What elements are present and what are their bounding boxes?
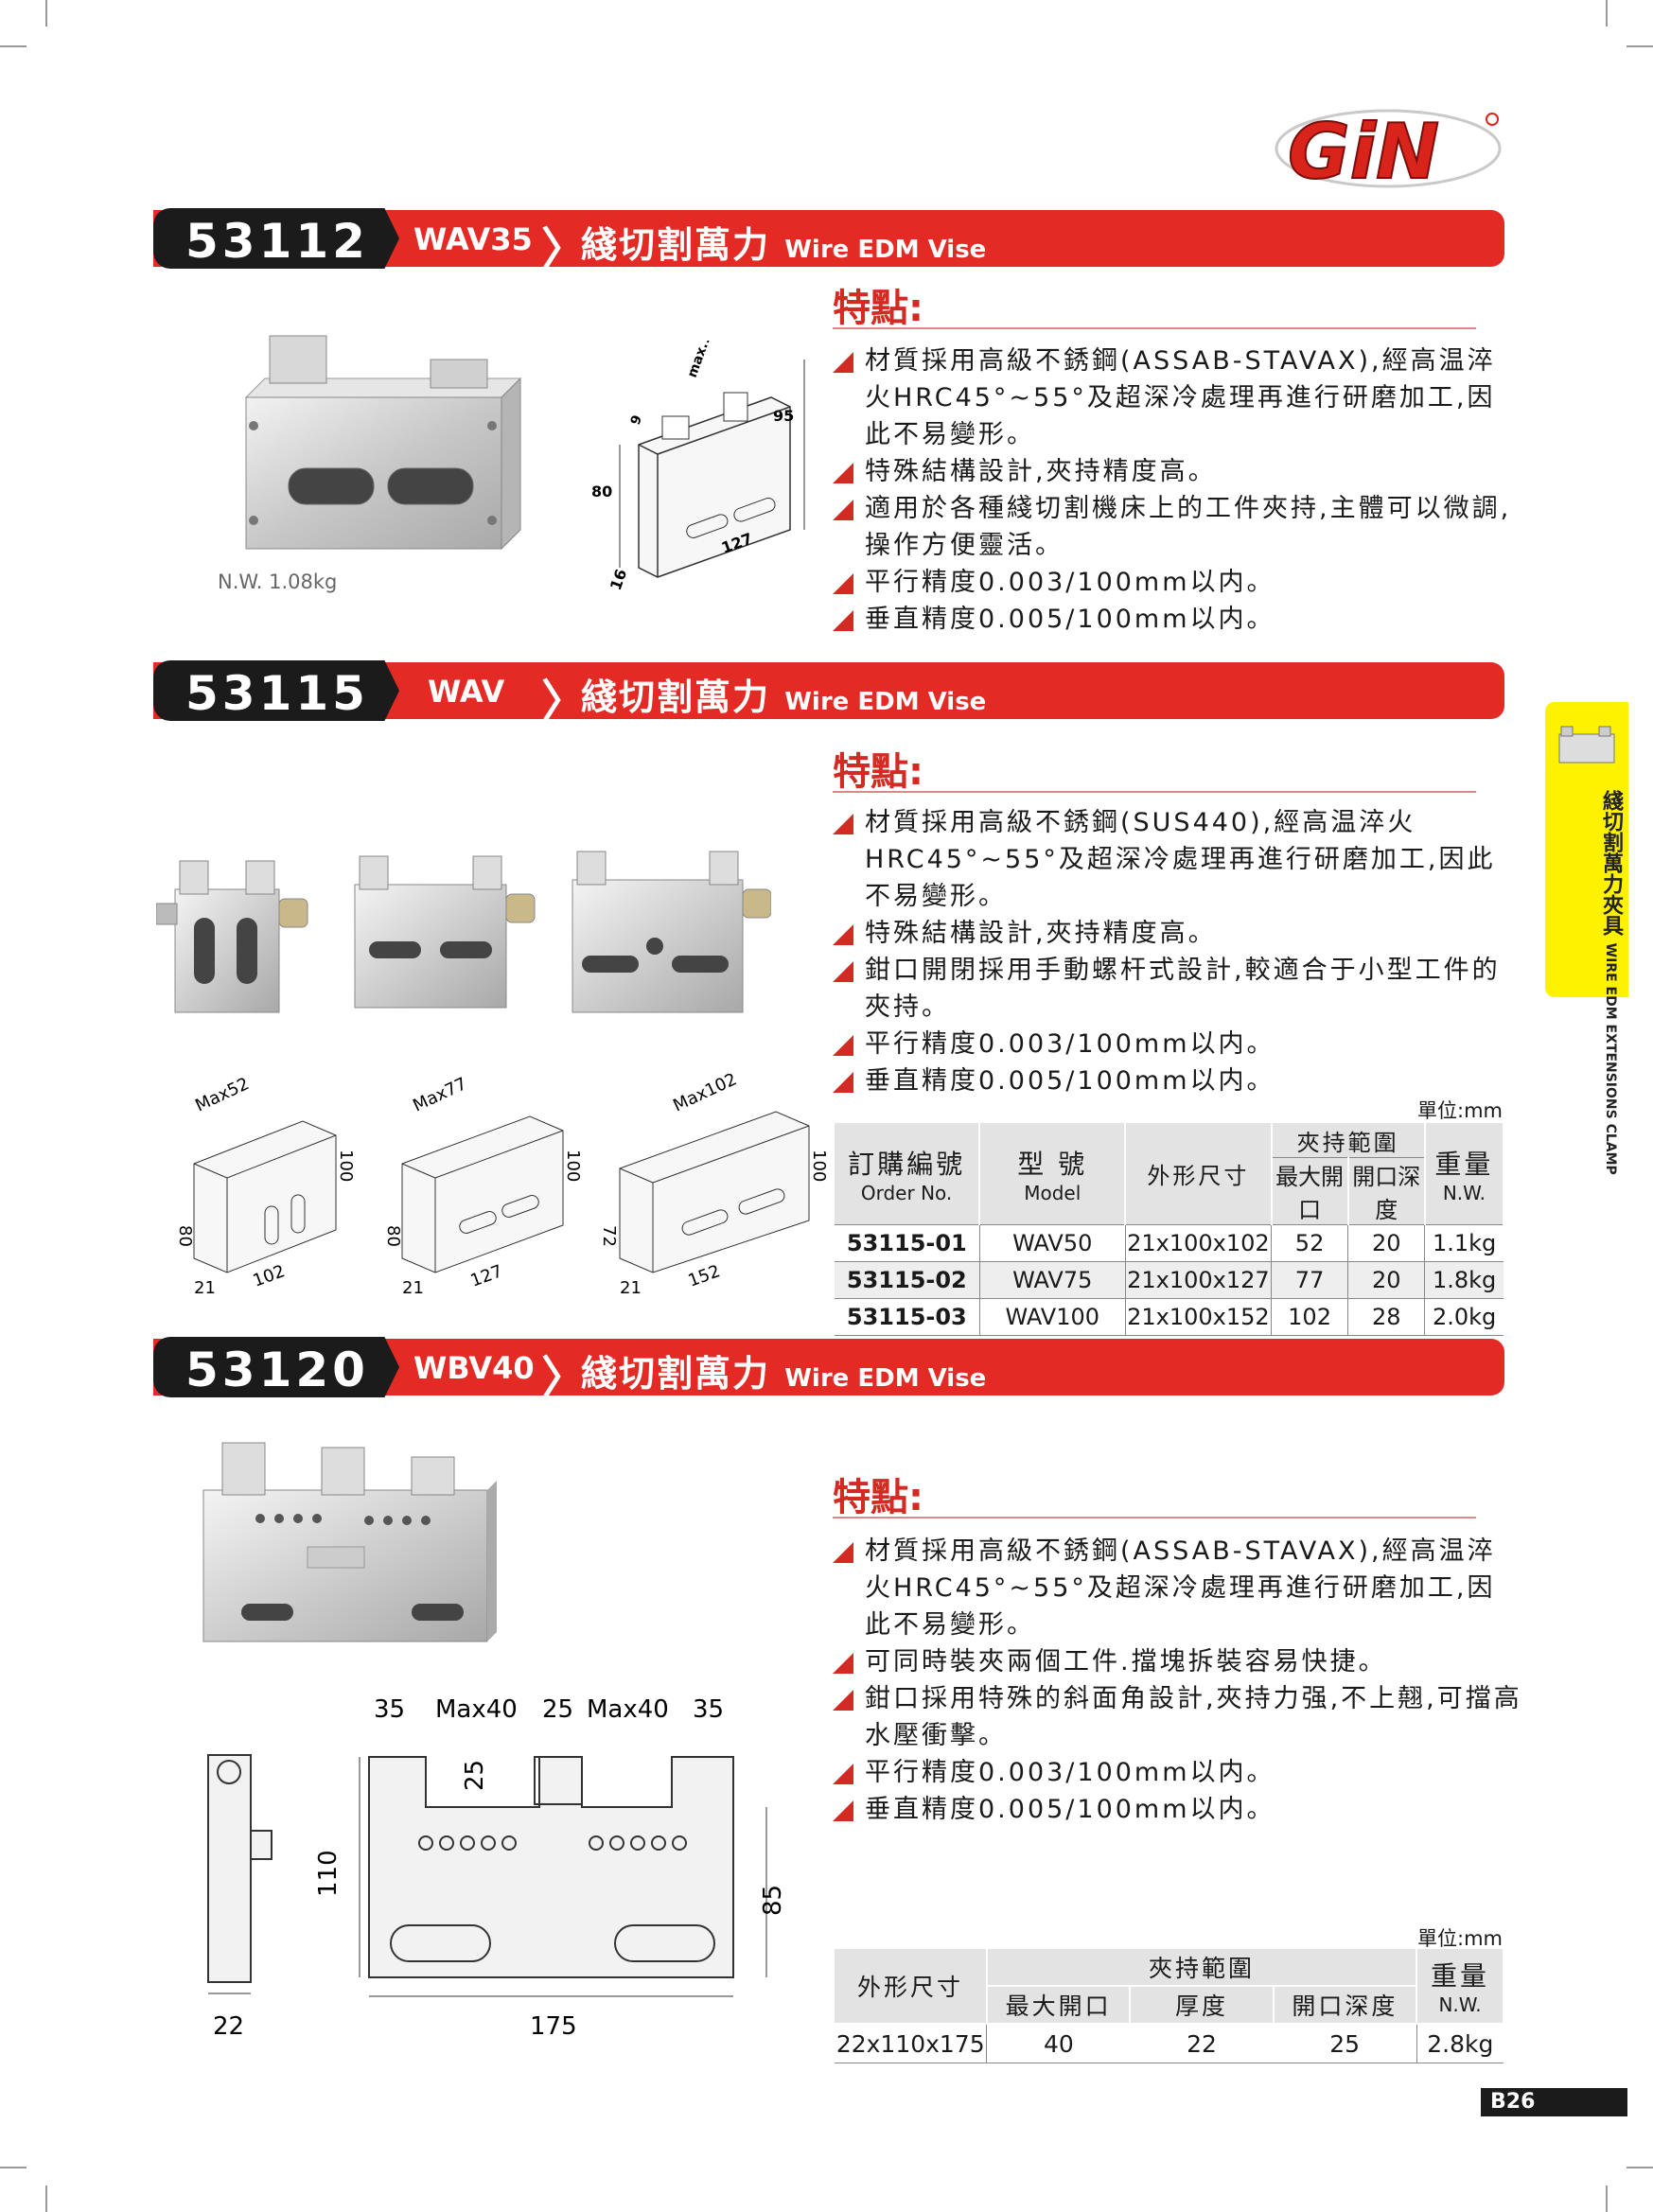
dim-right: 35 <box>693 1695 724 1724</box>
side-tab-label: 綫切割萬力夾具 WIRE EDM EXTENSIONS CLAMP <box>1599 790 1623 1175</box>
dim-thickness: 21 <box>402 1278 424 1298</box>
section-title: 綫切割萬力 Wire EDM Vise <box>581 676 987 718</box>
dim-width: 175 <box>530 2012 577 2041</box>
crop-mark <box>1606 0 1608 26</box>
features-list: 材質採用高級不銹鋼(SUS440),經高温淬火HRC45°~55°及超深冷處理再… <box>833 804 1523 1099</box>
section-header-53120: 53120 WBV40 〉 綫切割萬力 Wire EDM Vise <box>153 1337 1504 1405</box>
dimension-drawing-wav35: 80 95 127 16 max.10 9 <box>582 323 809 596</box>
dim-total: 100 <box>336 1150 356 1182</box>
feature-item: 平行精度0.003/100mm以内。 <box>833 564 1523 601</box>
crop-mark <box>45 2186 47 2212</box>
features-list: 材質採用高級不銹鋼(ASSAB-STAVAX),經高温淬火HRC45°~55°及… <box>833 1533 1523 1828</box>
dim-total: 100 <box>809 1150 829 1182</box>
table-row: 22x110x175 40 22 25 2.8kg <box>835 2024 1504 2063</box>
unit-label: 單位:mm <box>1417 1927 1503 1950</box>
order-code: 53120 <box>185 1343 369 1397</box>
section-title: 綫切割萬力 Wire EDM Vise <box>581 224 987 266</box>
feature-item: 材質採用高級不銹鋼(ASSAB-STAVAX),經高温淬火HRC45°~55°及… <box>833 342 1523 453</box>
feature-item: 垂直精度0.005/100mm以内。 <box>833 1062 1523 1099</box>
section-header-53115: 53115 WAV 〉 綫切割萬力 Wire EDM Vise <box>153 660 1504 729</box>
dim-width: 102 <box>251 1261 288 1290</box>
dim-max-right: Max40 <box>587 1695 669 1724</box>
unit-label: 單位:mm <box>1417 1099 1503 1122</box>
dim-jaw: 25 <box>461 1760 489 1791</box>
dim-c: 9 <box>628 413 645 428</box>
chevron-icon: 〉 <box>541 676 588 729</box>
crop-mark <box>1627 45 1653 47</box>
model-name: WBV40 <box>413 1350 535 1386</box>
dim-thickness: 22 <box>213 2012 244 2041</box>
order-code: 53115 <box>185 666 369 721</box>
chevron-icon: 〉 <box>541 223 588 276</box>
dim-max: Max102 <box>670 1074 740 1116</box>
dim-total: 100 <box>563 1150 583 1182</box>
crop-mark <box>0 2167 26 2168</box>
feature-item: 平行精度0.003/100mm以内。 <box>833 1754 1523 1791</box>
brand-logo-text: GiN <box>1288 108 1439 195</box>
model-name: WAV35 <box>413 221 533 257</box>
feature-item: 材質採用高級不銹鋼(ASSAB-STAVAX),經高温淬火HRC45°~55°及… <box>833 1533 1523 1643</box>
feature-item: 鉗口採用特殊的斜面角設計,夾持力强,不上翹,可擋高水壓衝擊。 <box>833 1680 1523 1754</box>
section-header-53112: 53112 WAV35 〉 綫切割萬力 Wire EDM Vise <box>153 208 1504 276</box>
feature-item: 特殊結構設計,夾持精度高。 <box>833 915 1523 952</box>
net-weight: N.W. 1.08kg <box>218 571 338 593</box>
dim-height2: 85 <box>759 1885 787 1916</box>
dim-max: Max52 <box>192 1074 252 1115</box>
dim-max: Max77 <box>410 1074 469 1115</box>
section-title: 綫切割萬力 Wire EDM Vise <box>581 1353 987 1395</box>
dim-height: 72 <box>599 1225 619 1247</box>
crop-mark <box>1606 2186 1608 2212</box>
features-title: 特點: <box>833 750 923 794</box>
dim-max: max.10 <box>685 341 718 379</box>
features-title: 特點: <box>833 1476 923 1519</box>
brand-logo: GiN <box>1273 102 1504 197</box>
features-list: 材質採用高級不銹鋼(ASSAB-STAVAX),經高温淬火HRC45°~55°及… <box>833 342 1523 638</box>
product-photo-wbv40 <box>185 1433 501 1646</box>
dim-thickness: 21 <box>194 1278 216 1298</box>
product-photo-wav35 <box>227 331 539 553</box>
dim-max-left: Max40 <box>435 1695 518 1724</box>
divider <box>833 327 1476 329</box>
feature-item: 適用於各種綫切割機床上的工件夾持,主體可以微調,操作方便靈活。 <box>833 490 1523 564</box>
page-number: B26 <box>1481 2088 1627 2116</box>
crop-mark <box>1627 2167 1653 2168</box>
feature-item: 垂直精度0.005/100mm以内。 <box>833 601 1523 638</box>
features-title: 特點: <box>833 287 923 330</box>
crop-mark <box>0 45 26 47</box>
dim-total: 95 <box>773 407 794 425</box>
feature-item: 材質採用高級不銹鋼(SUS440),經高温淬火HRC45°~55°及超深冷處理再… <box>833 804 1523 915</box>
dim-thickness: 21 <box>620 1278 642 1298</box>
crop-mark <box>45 0 47 26</box>
dim-height: 80 <box>383 1225 403 1247</box>
feature-item: 可同時裝夾兩個工件.擋塊拆裝容易快捷。 <box>833 1643 1523 1680</box>
dimension-drawing-wbv40: 35 Max40 25 Max40 35 25 110 85 175 22 <box>199 1689 804 2053</box>
dim-width: 152 <box>686 1261 723 1290</box>
dim-height: 110 <box>314 1850 343 1897</box>
dimension-drawings-wav: Max52 80 100 102 21 Max77 80 100 127 21 … <box>151 1069 833 1301</box>
divider <box>833 791 1476 793</box>
dim-width: 127 <box>468 1261 505 1290</box>
model-name: WAV <box>428 674 505 710</box>
product-photos-wav <box>155 842 772 1031</box>
feature-item: 垂直精度0.005/100mm以内。 <box>833 1791 1523 1828</box>
dim-height: 80 <box>591 483 612 500</box>
side-tab-thumbnail <box>1552 721 1620 768</box>
divider <box>833 1517 1476 1519</box>
feature-item: 平行精度0.003/100mm以内。 <box>833 1026 1523 1062</box>
dim-left: 35 <box>374 1695 405 1724</box>
feature-item: 特殊結構設計,夾持精度高。 <box>833 453 1523 490</box>
feature-item: 鉗口開閉採用手動螺杆式設計,較適合于小型工件的夾持。 <box>833 952 1523 1026</box>
dim-center: 25 <box>542 1695 573 1724</box>
chevron-icon: 〉 <box>541 1352 588 1405</box>
dim-thickness: 16 <box>607 567 630 592</box>
order-code: 53112 <box>185 214 369 269</box>
dim-height: 80 <box>175 1225 195 1247</box>
